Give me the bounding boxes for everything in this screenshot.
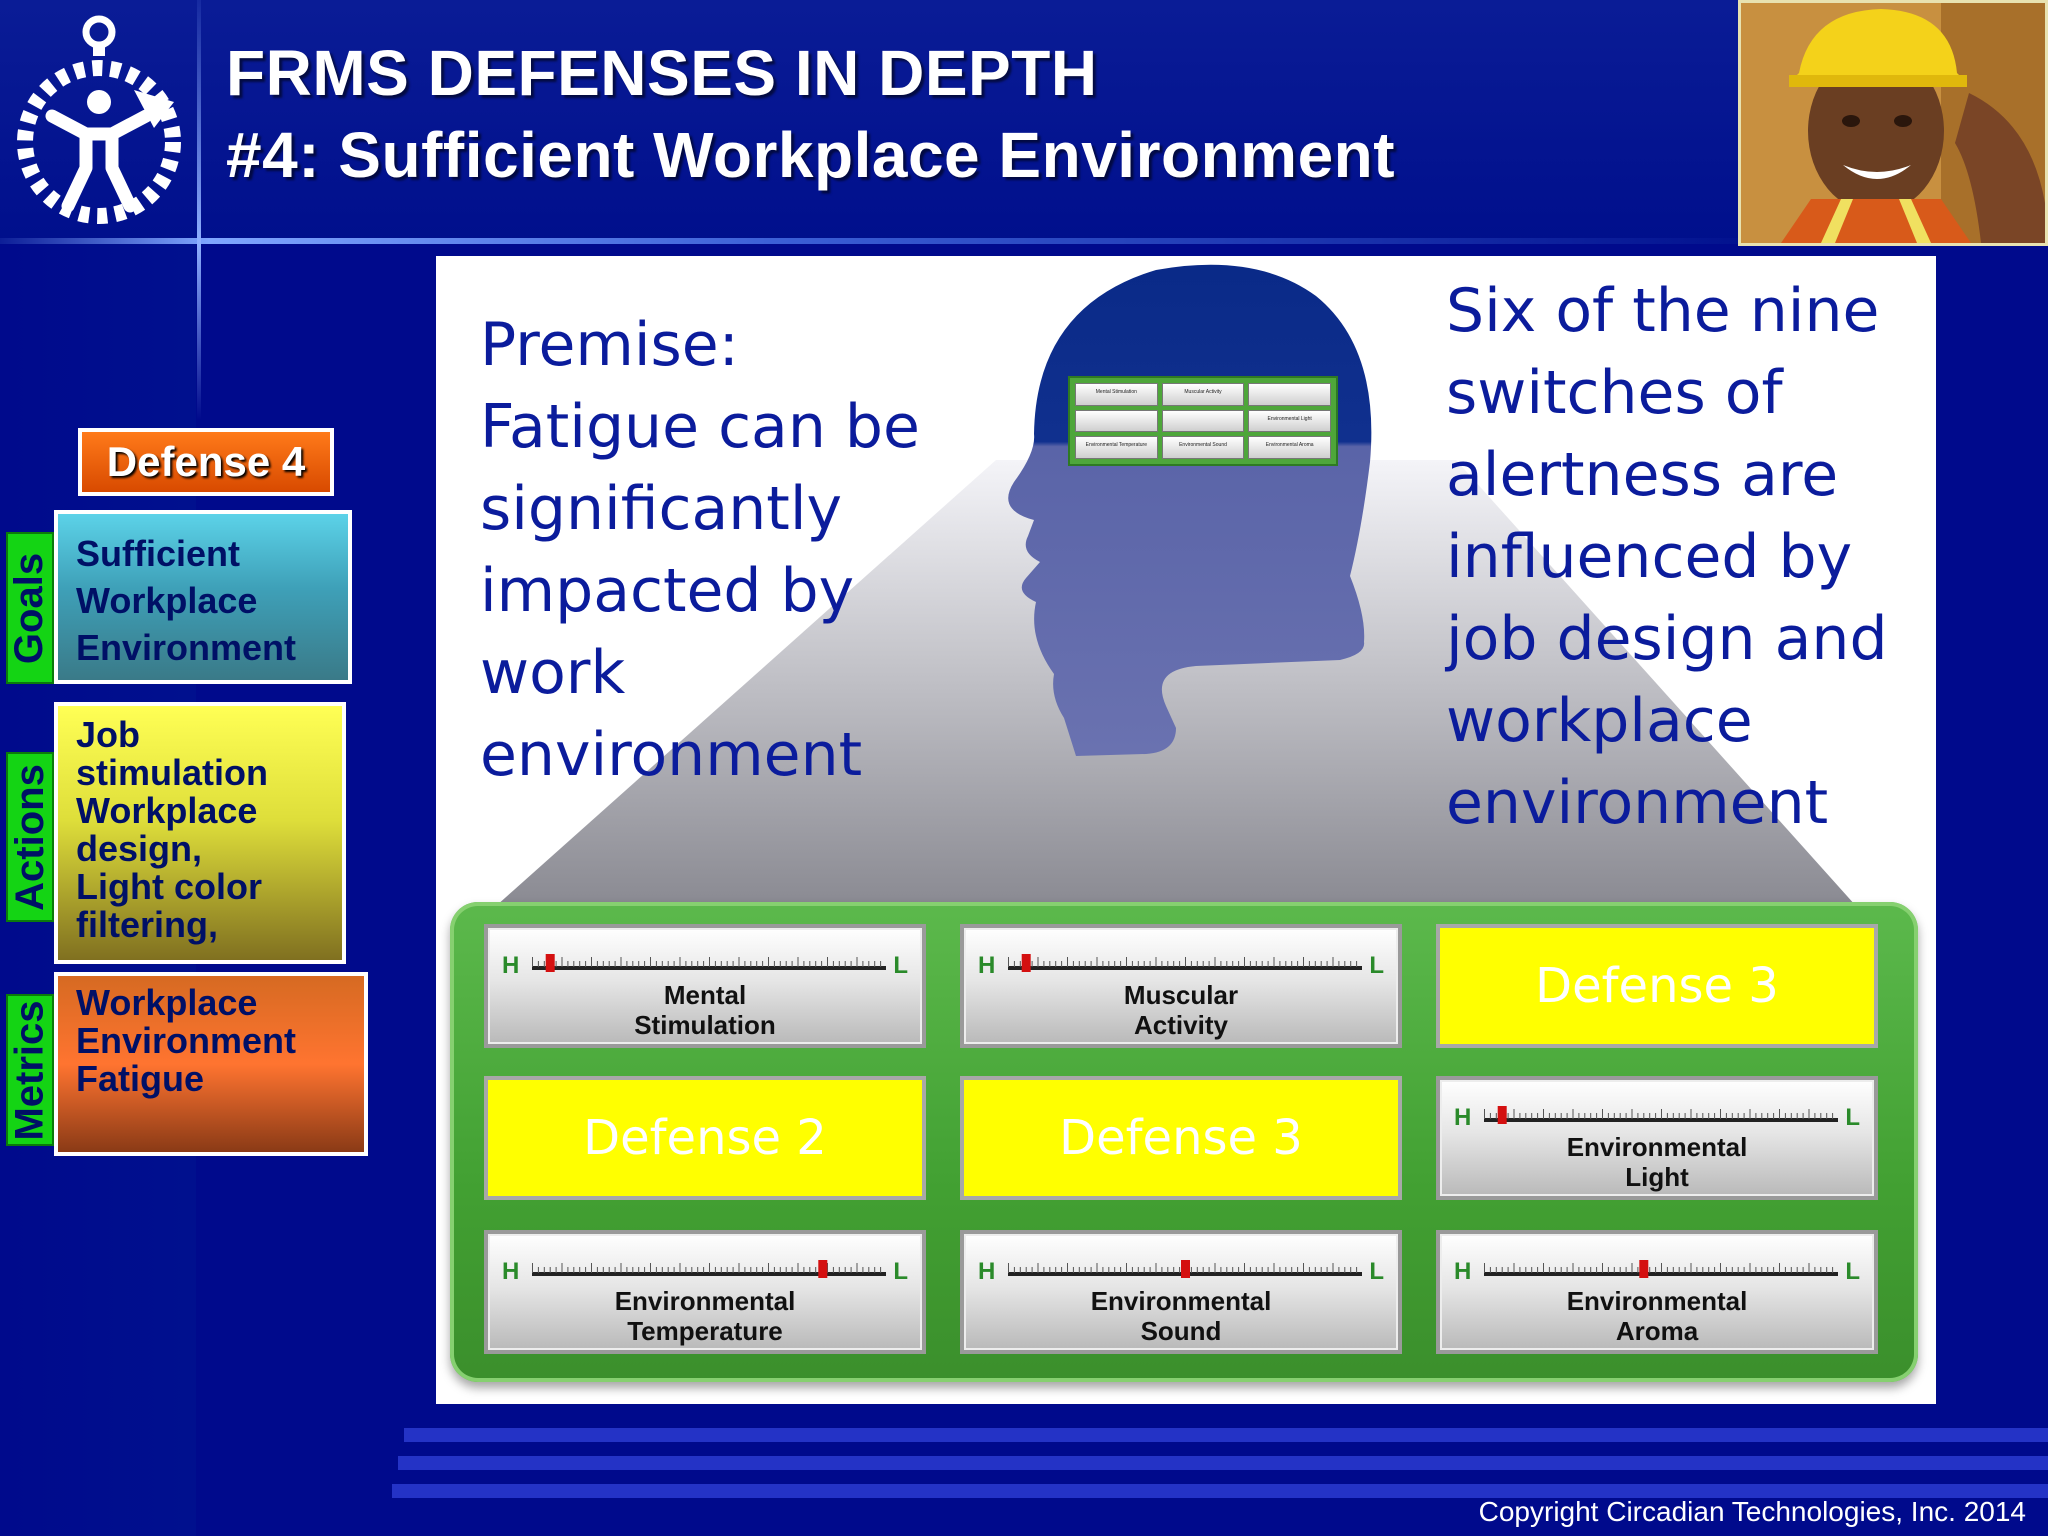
stripe [404,1428,2048,1442]
title-line-1: FRMS DEFENSES IN DEPTH [226,37,1098,109]
switch-gauge: H L Environmental Temperature [484,1230,926,1354]
gauge-label: Environmental Temperature [614,1286,796,1346]
gauge-scale [1484,1260,1838,1278]
gauge-low-label: L [1369,952,1384,979]
gauge-needle [1639,1260,1649,1278]
premise-text: Premise: Fatigue can be significantly im… [480,310,920,790]
defense-placeholder: Defense 3 [960,1076,1402,1200]
header-band [0,0,2048,244]
gauge-high-label: H [1454,1258,1472,1285]
switch-gauge: H L Mental Stimulation [484,924,926,1048]
worker-illustration-icon [1741,3,2045,243]
vertical-divider [197,0,201,420]
gauge-needle [545,954,555,972]
mini-switch: Muscular Activity [1161,383,1245,406]
switches-summary-text: Six of the nine switches of alertness ar… [1446,276,1888,838]
mini-switch [1161,409,1245,433]
mini-switch: Environmental Light [1248,409,1331,433]
goals-label: Goals [6,532,54,684]
gauge-needle [1497,1106,1507,1124]
gauge-scale [1008,954,1362,972]
gauge-low-label: L [1845,1104,1860,1131]
gauge-label: Mental Stimulation [634,980,776,1040]
switch-gauge: H L Environmental Sound [960,1230,1402,1354]
defense-placeholder: Defense 2 [484,1076,926,1200]
gauge-low-label: L [893,952,908,979]
actions-label: Actions [6,752,54,922]
mini-switch-grid: Mental Stimulation Muscular Activity Env… [1068,376,1338,466]
gauge-needle [1181,1260,1190,1278]
stripe [398,1456,2048,1470]
gauge-label: Muscular Activity [1123,980,1239,1040]
content-panel: Mental Stimulation Muscular Activity Env… [436,256,1936,1404]
defense-4-badge: Defense 4 [78,428,334,496]
metrics-label: Metrics [6,994,54,1146]
gauge-high-label: H [978,952,996,979]
copyright-text: Copyright Circadian Technologies, Inc. 2… [1478,1496,2026,1527]
goals-box: Sufficient Workplace Environment [54,510,352,684]
gauge-scale [1484,1106,1838,1124]
goals-label-text: Goals [7,552,52,664]
worker-photo [1738,0,2048,246]
mini-switch: Environmental Sound [1161,436,1245,459]
metrics-label-text: Metrics [7,999,52,1141]
gauge-high-label: H [978,1258,996,1285]
gauge-high-label: H [502,952,520,979]
metrics-box: Workplace Environment Fatigue [54,972,368,1156]
gauge-scale [532,1260,886,1278]
defense-placeholder: Defense 3 [1436,924,1878,1048]
gauge-label: Environmental Sound [1090,1286,1272,1346]
projection-trapezoid [496,460,1856,906]
mini-switch [1248,383,1331,406]
header-divider [0,238,1740,244]
gauge-label: Environmental Aroma [1566,1286,1748,1346]
mini-switch: Environmental Temperature [1075,436,1158,459]
gauge-needle [1021,954,1031,972]
stripe [392,1484,2048,1498]
gauge-scale [532,954,886,972]
gauge-needle [818,1260,828,1278]
gauge-high-label: H [502,1258,520,1285]
mini-switch: Mental Stimulation [1075,383,1158,406]
switch-gauge: H L Environmental Light [1436,1076,1878,1200]
gauge-low-label: L [893,1258,908,1285]
mini-switch: Environmental Aroma [1248,436,1331,459]
gauge-low-label: L [1845,1258,1860,1285]
gauge-high-label: H [1454,1104,1472,1131]
gauge-label: Environmental Light [1566,1132,1748,1192]
gauge-scale [1008,1260,1362,1278]
mini-switch [1075,409,1158,433]
switch-gauge: H L Muscular Activity [960,924,1402,1048]
title-line-2: #4: Sufficient Workplace Environment [226,119,1396,191]
actions-label-text: Actions [7,763,52,911]
gauge-low-label: L [1369,1258,1384,1285]
actions-box: Job stimulation Workplace design, Light … [54,702,346,964]
switch-gauge: H L Environmental Aroma [1436,1230,1878,1354]
stopwatch-figure-logo-icon [17,15,181,224]
